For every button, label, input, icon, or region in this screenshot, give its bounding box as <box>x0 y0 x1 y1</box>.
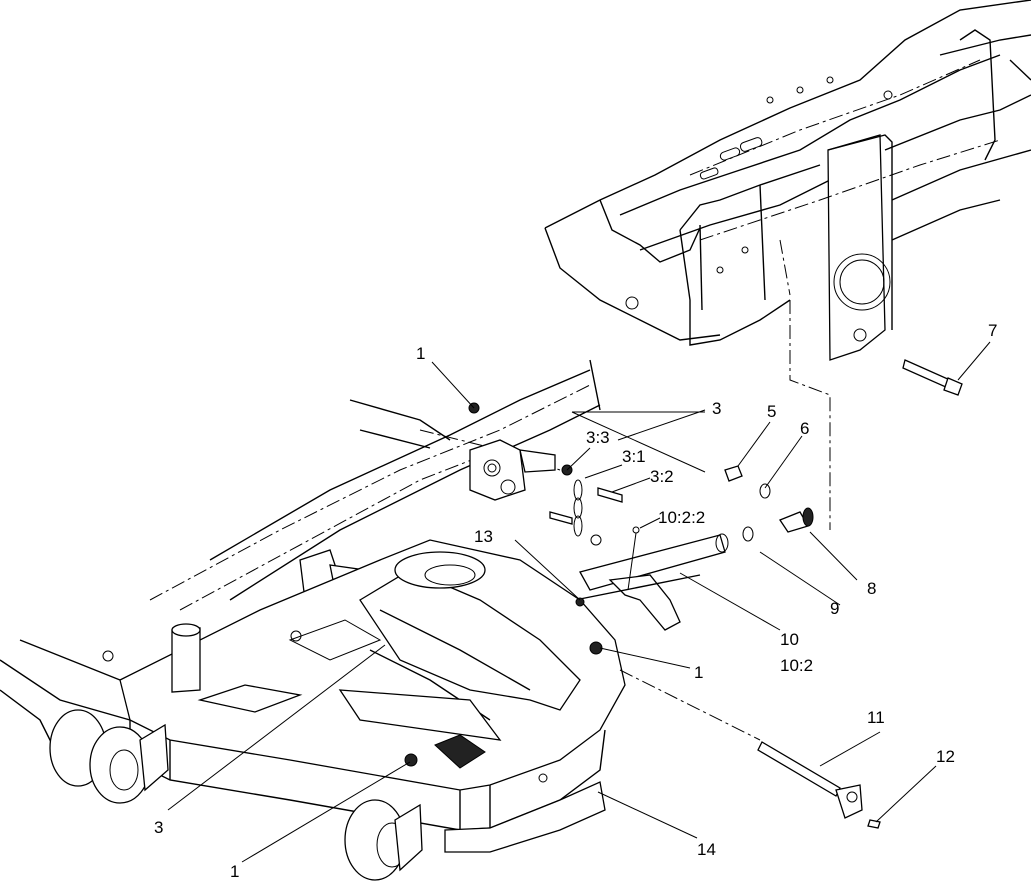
callout-3-3: 3:3 <box>586 428 610 447</box>
leader-lines <box>167 341 991 863</box>
callout-labels: 1 3 3:3 3:1 3:2 5 6 7 10:2:2 13 8 9 10 1… <box>154 321 997 881</box>
callout-9: 9 <box>830 599 839 618</box>
callout-3-top: 3 <box>712 399 721 418</box>
callout-12: 12 <box>936 747 955 766</box>
hardware <box>724 359 963 542</box>
callout-14: 14 <box>697 840 716 859</box>
lift-chain <box>549 464 623 546</box>
caster-wheel-left <box>49 709 169 804</box>
mower-deck <box>0 402 626 853</box>
callout-1-right: 1 <box>694 663 703 682</box>
callout-3-1: 3:1 <box>622 447 646 466</box>
callout-10-2: 10:2 <box>780 656 813 675</box>
callout-6: 6 <box>800 419 809 438</box>
callout-3-bottom: 3 <box>154 818 163 837</box>
callout-13: 13 <box>474 527 493 546</box>
caster-wheel-right <box>344 799 423 881</box>
callout-11: 11 <box>867 708 885 727</box>
lift-arm <box>574 526 729 631</box>
callout-10-2-2: 10:2:2 <box>658 508 705 527</box>
pin-assembly <box>619 669 881 829</box>
callout-7: 7 <box>988 321 997 340</box>
tractor-frame <box>544 0 1031 530</box>
callout-3-2: 3:2 <box>650 467 674 486</box>
callout-10: 10 <box>780 630 799 649</box>
callout-1-bottom: 1 <box>230 862 239 881</box>
callout-8: 8 <box>867 579 876 598</box>
callout-1-top: 1 <box>416 344 425 363</box>
callout-5: 5 <box>767 402 776 421</box>
